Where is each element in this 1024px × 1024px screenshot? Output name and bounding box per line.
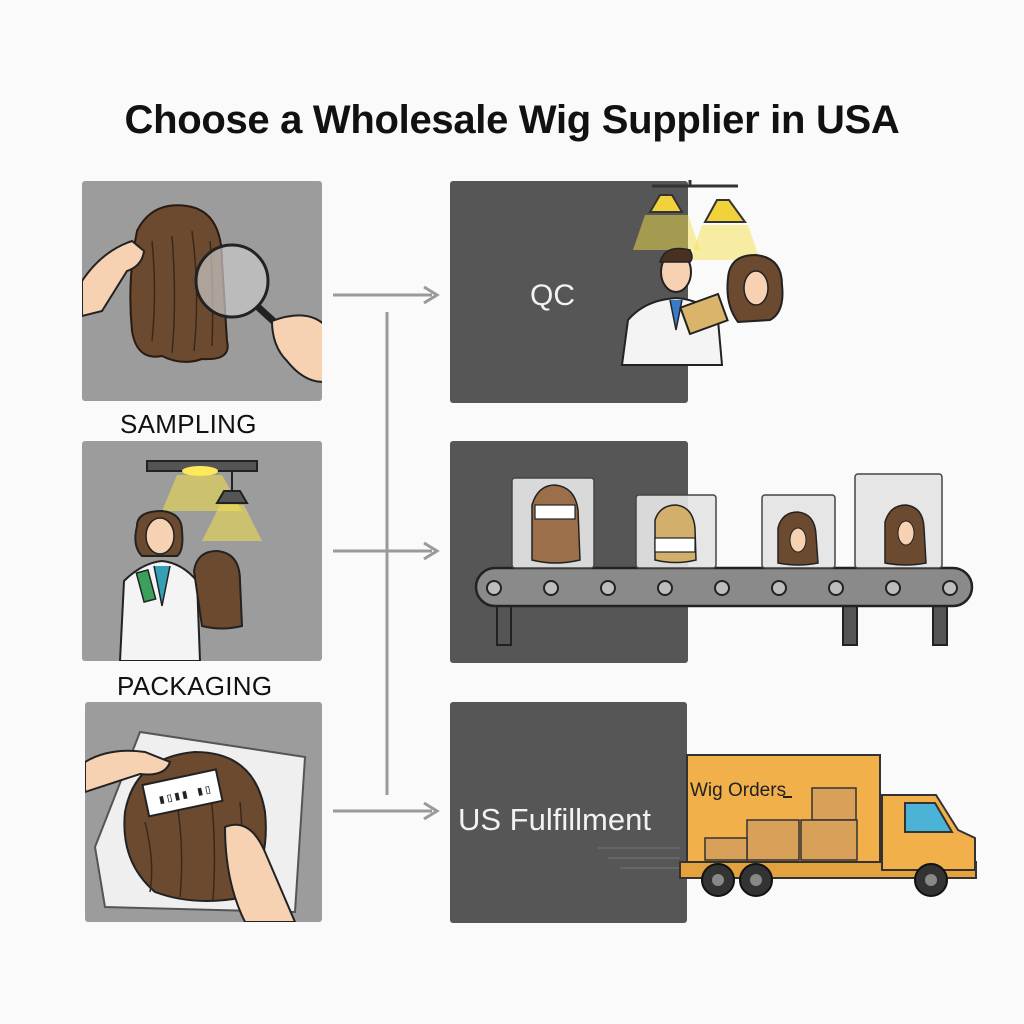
sampling-panel bbox=[82, 441, 322, 661]
fulfillment-label: US Fulfillment bbox=[458, 802, 651, 837]
arrow-right-icon bbox=[423, 285, 440, 305]
fulfillment-panel: US Fulfillment bbox=[450, 702, 687, 923]
hair-inspection-icon bbox=[82, 204, 322, 383]
sampling-label: SAMPLING bbox=[120, 409, 257, 439]
qc-label: QC bbox=[530, 279, 575, 312]
arrow-right-icon bbox=[423, 801, 440, 821]
packaging-panel: ▮▯▮▮ ▮▯ bbox=[85, 702, 322, 922]
diagram-title: Choose a Wholesale Wig Supplier in USA bbox=[124, 98, 900, 142]
packaging-label: PACKAGING bbox=[117, 671, 273, 701]
wig-bag-icon: ▮▯▮▮ ▮▯ bbox=[85, 730, 307, 922]
lab-technician-icon bbox=[118, 460, 262, 661]
production-panel bbox=[450, 441, 688, 663]
arrow-right-icon bbox=[423, 541, 440, 561]
inspection-panel bbox=[82, 181, 322, 401]
qc-panel: QC bbox=[450, 181, 688, 403]
truck-sign: Wig Orders bbox=[690, 780, 786, 801]
